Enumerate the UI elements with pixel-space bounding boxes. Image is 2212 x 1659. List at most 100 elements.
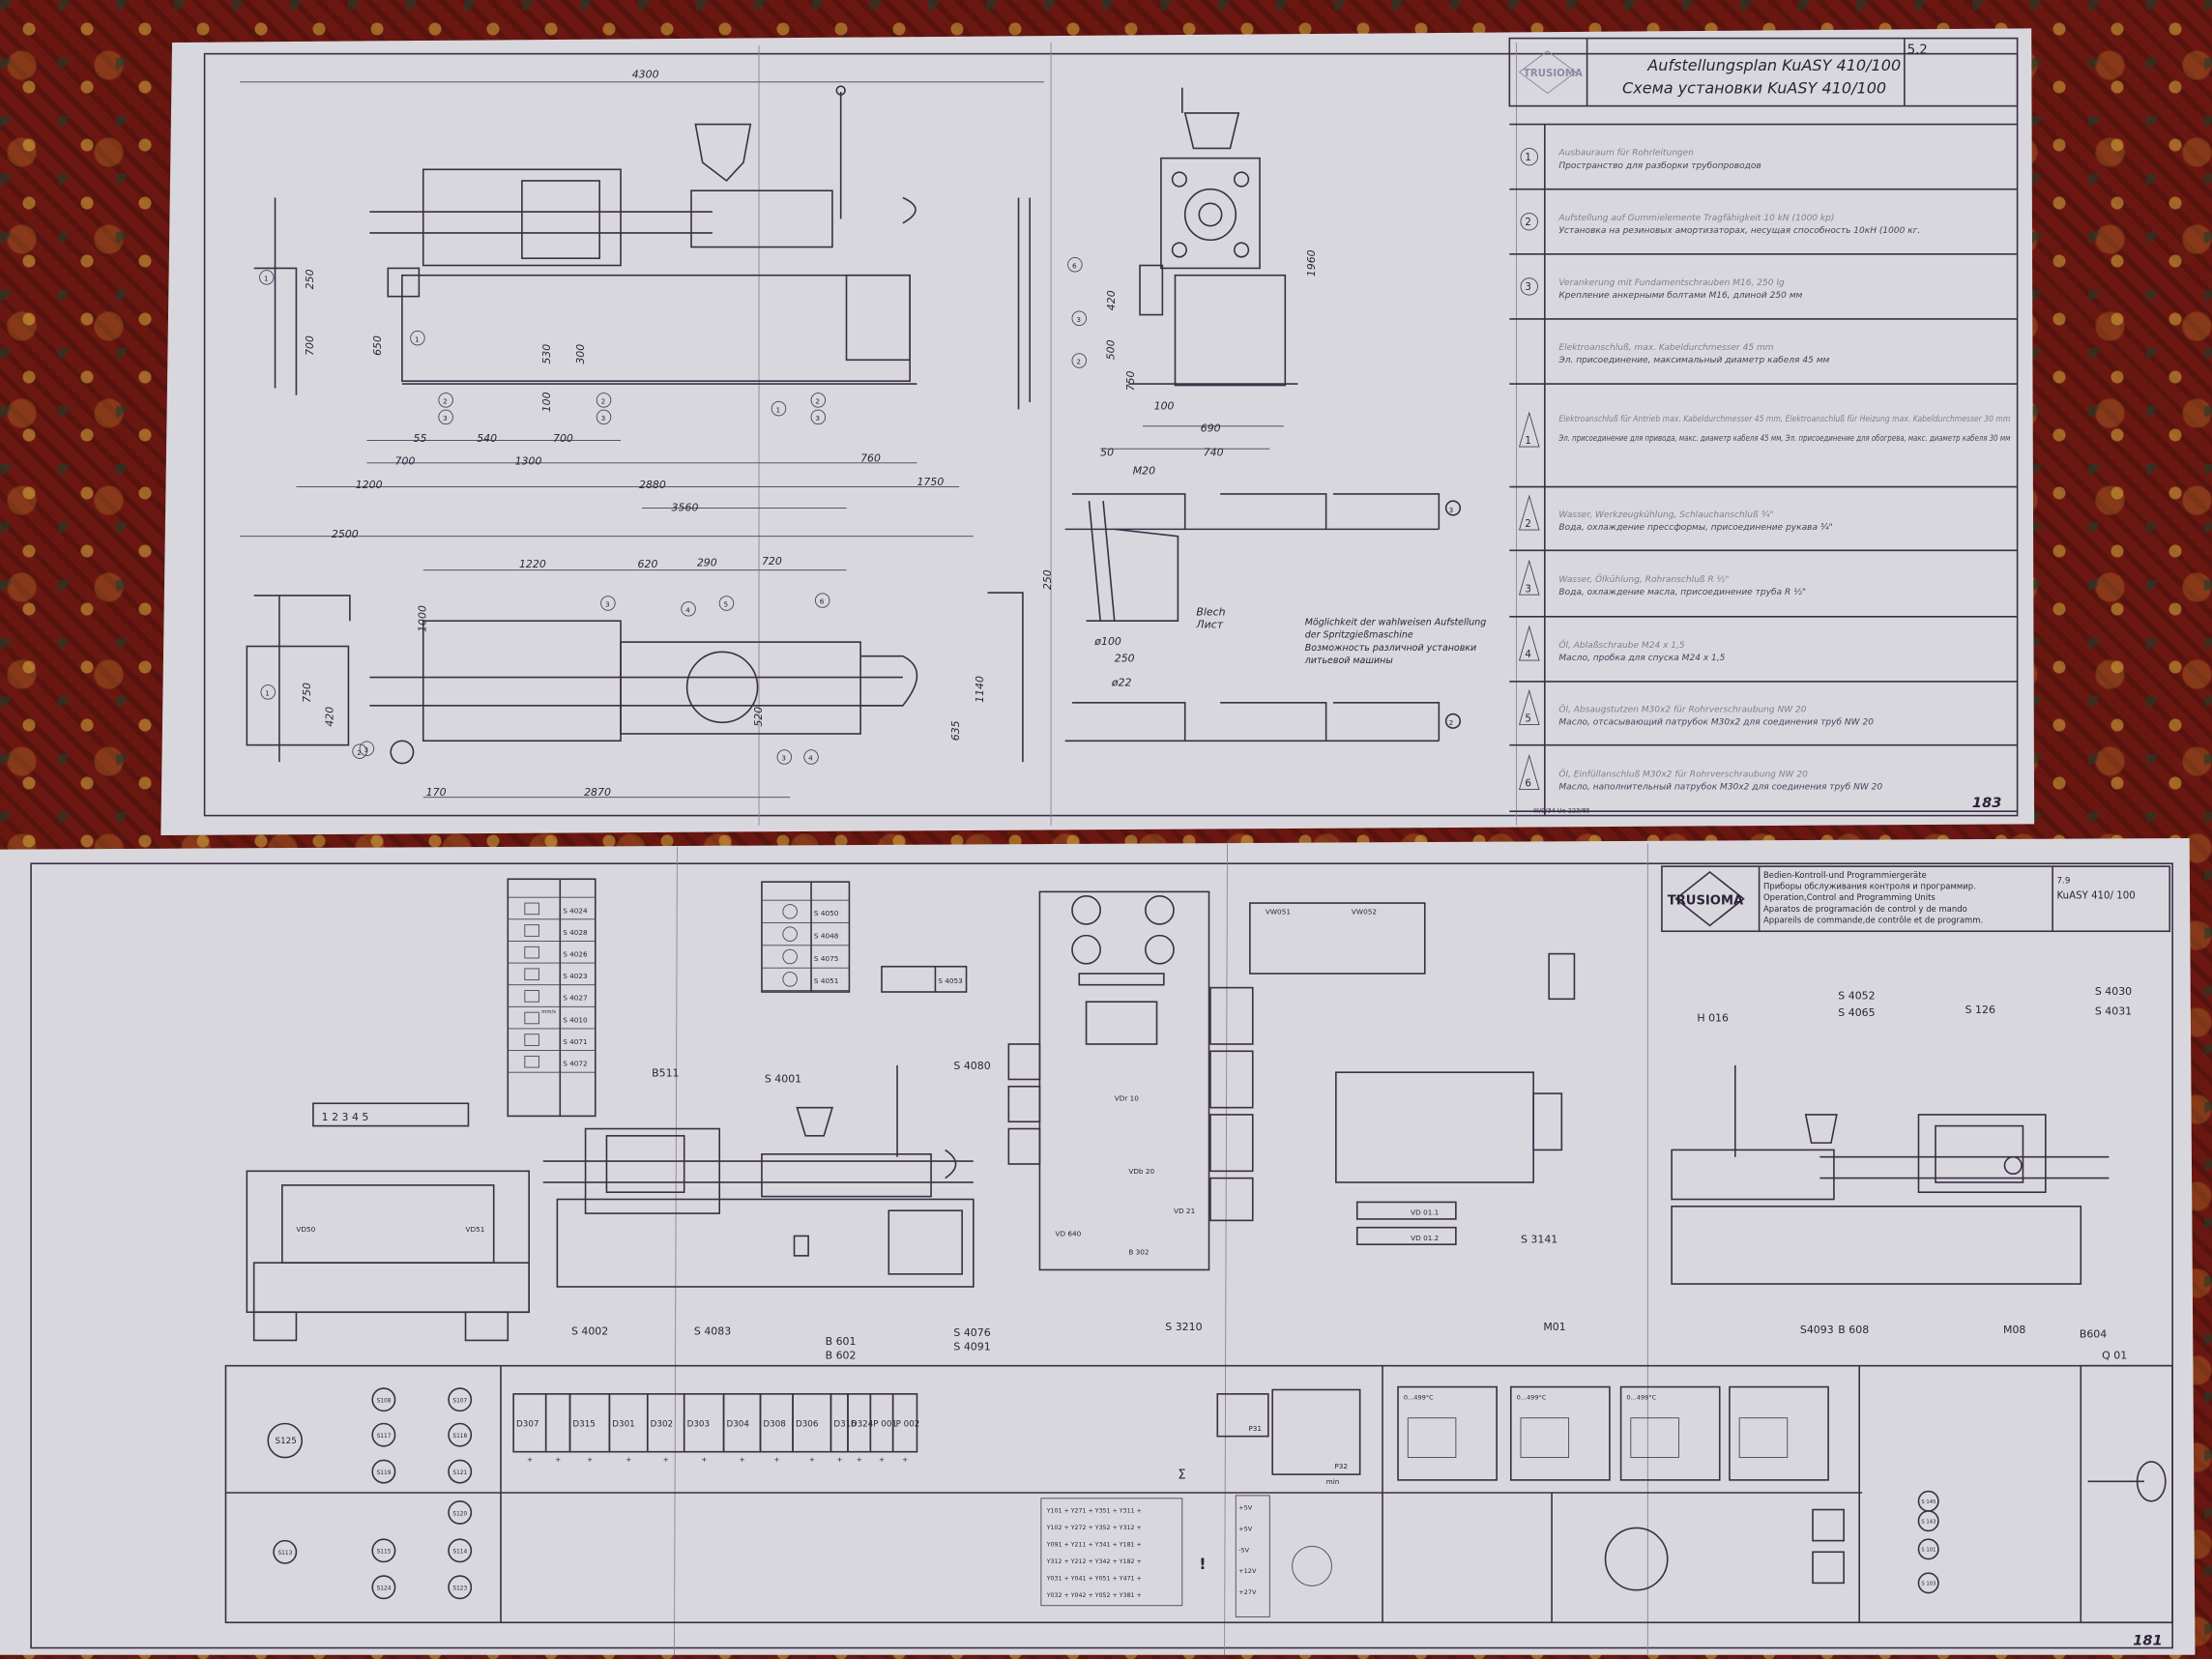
push-button[interactable]: [371, 1387, 396, 1412]
component-label: S 4001: [765, 1072, 801, 1085]
display-code: D304: [726, 1419, 749, 1429]
push-button[interactable]: [448, 1575, 473, 1600]
page-number: 183: [1972, 795, 2001, 811]
installation-plan-sheet: TRUSIOMA Aufstellungsplan KuASY 410/100 …: [160, 28, 2035, 836]
title-line: Aparatos de programación de control y de…: [1763, 904, 1967, 914]
push-button[interactable]: [448, 1387, 473, 1412]
valve-code: Y312 + Y212 + Y342 + Y182 +: [1046, 1558, 1142, 1565]
temperature-controller[interactable]: [1729, 1385, 1829, 1481]
main-switch-handle[interactable]: [2136, 1461, 2167, 1502]
temperature-controller[interactable]: [1619, 1385, 1721, 1481]
callout-number: 1: [415, 335, 420, 343]
machine-side-view: [542, 1064, 975, 1288]
title-line: Bedien-Kontroll-und Programmiergeräte: [1763, 870, 1927, 880]
push-button[interactable]: [1917, 1538, 1939, 1560]
rotary-switch[interactable]: [1812, 1508, 1845, 1542]
push-button[interactable]: [448, 1499, 473, 1525]
push-button[interactable]: [371, 1538, 396, 1563]
push-button[interactable]: [448, 1422, 473, 1447]
temperature-controller[interactable]: [1509, 1385, 1611, 1481]
dimension-label: 420: [1105, 290, 1118, 310]
display-p32[interactable]: [1271, 1388, 1361, 1475]
plus-mark: +: [701, 1455, 707, 1464]
dimension-label: 290: [697, 556, 717, 568]
dimension-label: 750: [1124, 370, 1137, 391]
component-label: S 4002: [571, 1325, 608, 1338]
component-label: S 4031: [2095, 1004, 2132, 1017]
callout-number: 3: [605, 600, 610, 609]
legend-text-de: Wasser, Werkzeugkühlung, Schlauchanschlu…: [1558, 510, 1773, 520]
title-block: [1508, 37, 2019, 107]
model-label: KuASY 410/ 100: [2056, 891, 2135, 902]
selector-dial[interactable]: [1292, 1546, 1332, 1586]
dimension-label: 100: [1154, 399, 1175, 412]
display-code: P 002: [896, 1419, 920, 1429]
plus-mark: +: [555, 1455, 561, 1464]
callout-number: 1: [264, 275, 269, 283]
button-code: S 101: [1921, 1548, 1936, 1554]
component-label: B604: [2080, 1327, 2107, 1340]
callout-circle-icon: [681, 601, 696, 617]
dimension-label: 700: [395, 454, 416, 467]
component-label: S 4052: [1838, 989, 1875, 1002]
component-label: H 016: [1697, 1012, 1729, 1025]
callout-number: 2: [1076, 358, 1081, 366]
dimension-label: 250: [1041, 569, 1054, 590]
button-code: S 145: [1921, 1499, 1936, 1505]
cabinet-label: VDr 10: [1115, 1093, 1140, 1102]
switch-code: S 4026: [563, 950, 588, 959]
plus-mark: +: [773, 1455, 779, 1464]
push-button[interactable]: [371, 1459, 396, 1484]
push-button[interactable]: [371, 1422, 396, 1447]
screw-symbol-icon: [782, 948, 798, 965]
dimension-label: 4300: [632, 68, 659, 80]
component-label: S4093: [1800, 1324, 1834, 1336]
valve-code: Y031 + Y041 + Y051 + Y471 +: [1046, 1575, 1142, 1582]
warning-mark: !: [1199, 1555, 1206, 1573]
plus-mark: +: [809, 1455, 815, 1464]
dimension-label: 740: [1204, 447, 1224, 459]
rotary-switch[interactable]: [1812, 1551, 1845, 1585]
triangle-marker-icon: [1518, 754, 1540, 791]
foundation-sections: 3 2 Blech Лист Möglichkeit der wahlweise…: [1064, 493, 1486, 742]
push-button[interactable]: [448, 1459, 473, 1484]
dimension-label: 300: [574, 344, 587, 364]
legend-text-ru: Вода, охлаждение масла, присоединение тр…: [1558, 588, 1806, 597]
side-view-machine: [240, 81, 1044, 538]
legend-text-ru: Масло, пробка для спуска M24 x 1,5: [1558, 654, 1725, 663]
component-label: S 4080: [953, 1060, 990, 1072]
title-line: Operation,Control and Programming Units: [1763, 892, 1936, 902]
push-button[interactable]: [371, 1575, 396, 1600]
control-panel-layout: D307++D315+D301+D302+D303+D304+D308+D306…: [224, 1364, 2173, 1624]
voltage-label: -5V: [1238, 1546, 1250, 1554]
callout-number: 2: [815, 397, 820, 406]
trusioma-logo: TRUSIOMA: [1668, 870, 1745, 927]
function-symbol-icon: [524, 1033, 539, 1046]
front-view-machine: [1017, 87, 1298, 450]
callout-circle-icon: [438, 393, 453, 408]
push-button[interactable]: [267, 1422, 304, 1459]
callout-circle-icon: [803, 749, 819, 765]
dimension-label: 750: [301, 683, 313, 703]
push-button[interactable]: [1917, 1510, 1939, 1532]
callout-circle-icon: [600, 596, 616, 611]
push-button[interactable]: [273, 1539, 298, 1564]
display-p31[interactable]: [1216, 1393, 1269, 1438]
paper-sheet-bottom: [0, 837, 2196, 1655]
button-code: S119: [377, 1470, 392, 1476]
temperature-controller[interactable]: [1397, 1385, 1498, 1481]
dimension-label: 2870: [584, 786, 611, 799]
page-number: 181: [2133, 1633, 2162, 1649]
selector-dial[interactable]: [1604, 1527, 1669, 1591]
switch-code: S 4071: [563, 1037, 587, 1046]
triangle-marker-icon: [1518, 559, 1540, 596]
switch-code: S 4027: [563, 994, 588, 1003]
push-button[interactable]: [1917, 1572, 1939, 1594]
cabinet-label: VD 640: [1055, 1229, 1081, 1237]
display-code: D315: [572, 1419, 595, 1429]
triangle-marker-icon: [1518, 688, 1540, 725]
push-button[interactable]: [448, 1538, 473, 1563]
button-code: S113: [277, 1551, 292, 1557]
